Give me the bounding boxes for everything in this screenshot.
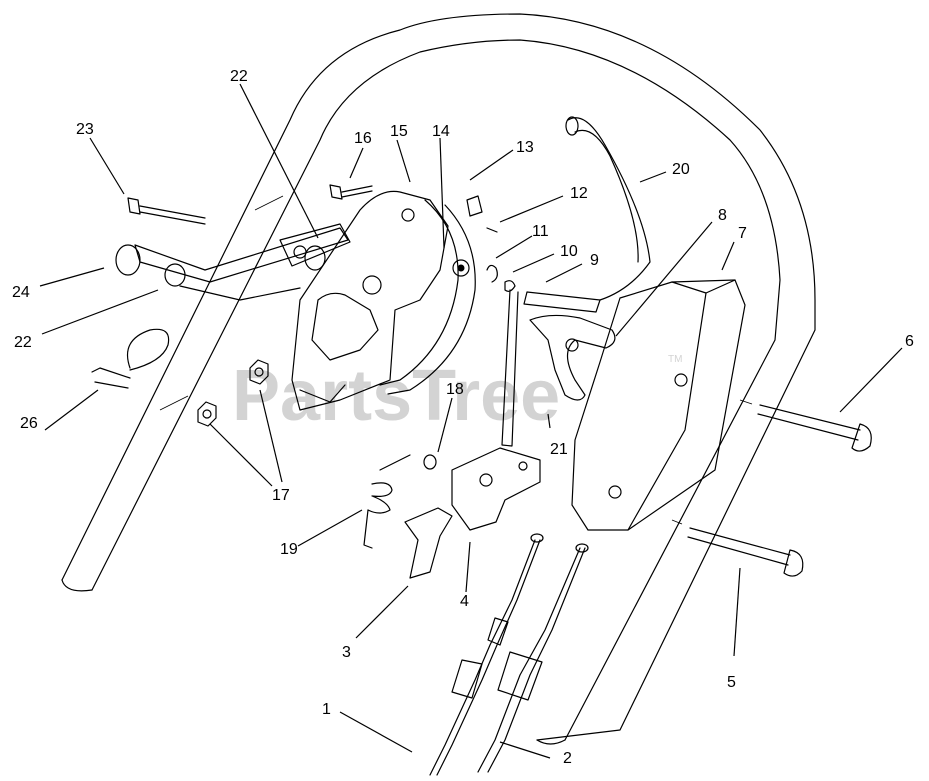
callout-19: 19 — [280, 541, 298, 558]
callout-17: 17 — [272, 487, 290, 504]
callout-20: 20 — [672, 161, 690, 178]
trigger-3 — [404, 507, 453, 579]
callout-16: 16 — [354, 130, 372, 147]
bolt-16 — [329, 184, 373, 200]
callout-8: 8 — [718, 207, 727, 224]
shaft-9 — [523, 291, 601, 313]
callout-18: 18 — [446, 381, 464, 398]
clevis-pin-26 — [91, 328, 170, 389]
callout-7: 7 — [738, 225, 747, 242]
callout-6: 6 — [905, 333, 914, 350]
leader-lines — [39, 83, 903, 759]
nut-17-upper — [249, 359, 269, 385]
callout-9: 9 — [590, 252, 599, 269]
spring-11 — [486, 264, 498, 283]
callout-12: 12 — [570, 185, 588, 202]
housing-7 — [571, 279, 746, 531]
callout-2: 2 — [563, 750, 572, 767]
lever-channel — [379, 199, 476, 395]
control-bracket — [291, 190, 449, 411]
callout-15: 15 — [390, 123, 408, 140]
callout-26: 26 — [20, 415, 38, 432]
watermark-text: PartsTree — [232, 356, 560, 436]
callout-22-lower: 22 — [14, 334, 32, 351]
lever-8 — [529, 314, 616, 401]
callout-11: 11 — [532, 223, 549, 240]
callout-22-upper: 22 — [230, 68, 248, 85]
callout-1: 1 — [322, 701, 331, 718]
cable-1 — [429, 533, 544, 776]
callout-23: 23 — [76, 121, 94, 138]
spacer-22 — [164, 245, 326, 301]
washer-10 — [504, 280, 516, 292]
bolt-23 — [127, 197, 206, 225]
nut-17-lower — [197, 401, 217, 427]
callout-5: 5 — [727, 674, 736, 691]
spring-19 — [363, 454, 411, 549]
pin-12 — [486, 227, 498, 233]
callout-13: 13 — [516, 139, 534, 156]
cable-2 — [477, 543, 589, 773]
bolt-5 — [671, 519, 804, 577]
washer-18 — [423, 454, 437, 470]
callout-10: 10 — [560, 243, 578, 260]
clip-13 — [466, 195, 483, 217]
pivot-bracket-4 — [451, 447, 541, 531]
bolt-6 — [739, 399, 872, 452]
handle-tube — [61, 13, 816, 745]
callout-labels: 2 1 3 4 5 6 7 8 9 10 11 12 13 14 15 16 2… — [12, 68, 914, 767]
cable-20 — [565, 116, 651, 301]
callout-21: 21 — [550, 441, 568, 458]
watermark-trademark: TM — [668, 354, 682, 365]
callout-3: 3 — [342, 644, 351, 661]
control-rod — [501, 289, 519, 447]
callout-24: 24 — [12, 284, 30, 301]
callout-4: 4 — [460, 593, 469, 610]
callout-14: 14 — [432, 123, 450, 140]
